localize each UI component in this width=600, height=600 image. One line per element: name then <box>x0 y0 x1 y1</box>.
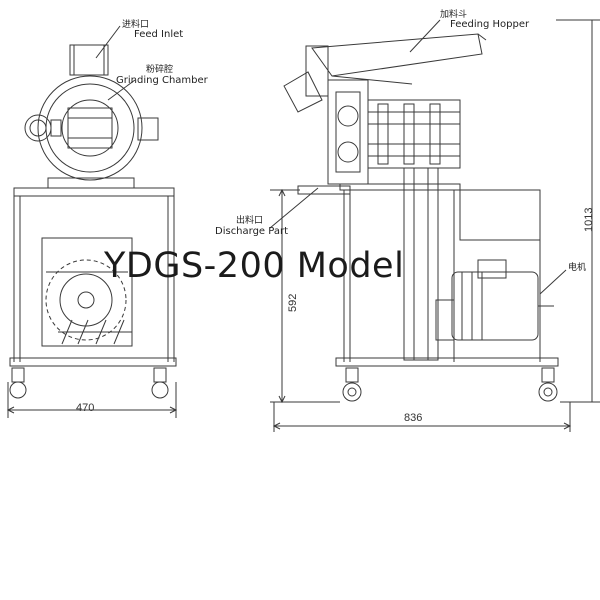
grinding-chamber-cn-label: 粉碎腔 <box>146 65 174 75</box>
front-width-dimension: 470 <box>76 402 95 414</box>
front-view <box>6 44 178 418</box>
side-view <box>95 19 600 432</box>
feeding-hopper-label: Feeding Hopper <box>450 19 530 30</box>
height-592-dimension: 592 <box>287 293 299 312</box>
height-total-dimension: 1013 <box>583 207 595 232</box>
discharge-part-label: Discharge Part <box>215 226 289 237</box>
feed-inlet-cn-label: 进料口 <box>122 20 150 30</box>
side-width-dimension: 836 <box>404 412 423 424</box>
grinding-chamber-label: Grinding Chamber <box>116 75 208 86</box>
discharge-part-cn-label: 出料口 <box>236 216 264 226</box>
feed-inlet-label: Feed Inlet <box>134 29 184 40</box>
model-title: YDGS-200 Model <box>104 246 405 286</box>
motor-cn-label: 电机 <box>568 263 587 273</box>
feeding-hopper-cn-label: 加料斗 <box>440 10 468 20</box>
